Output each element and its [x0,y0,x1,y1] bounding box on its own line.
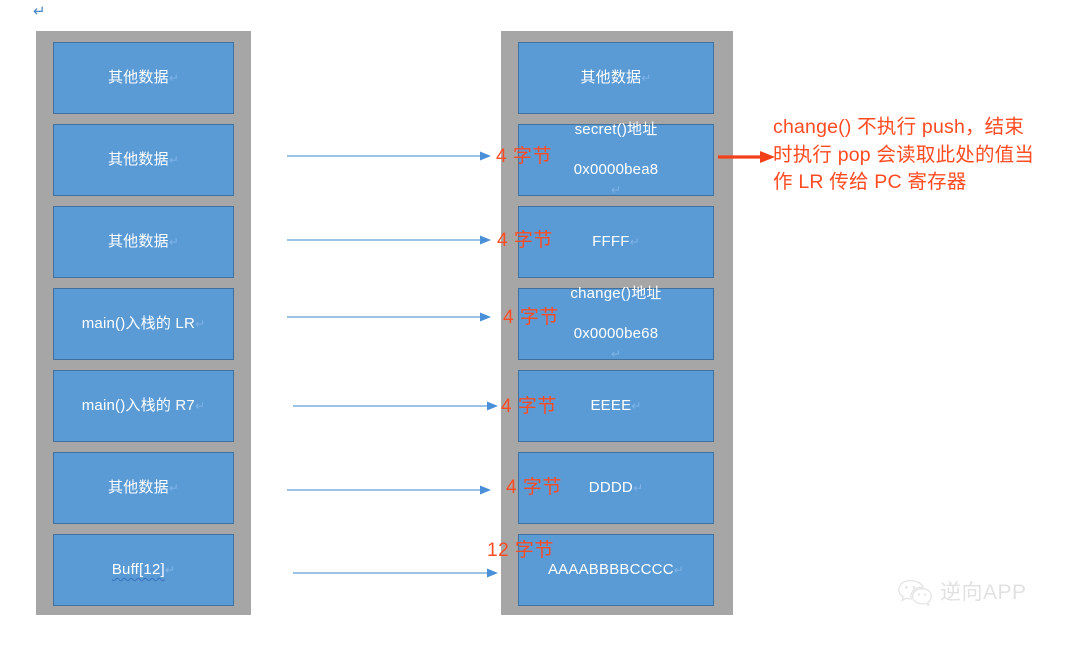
connector-arrow-0 [287,150,492,162]
size-label-1: 4 字节 [497,230,553,251]
right-stack-cell-1: secret()地址 0x0000bea8 ↵ [518,121,714,198]
size-label-3: 4 字节 [501,396,557,417]
return-mark: ↵ [33,3,46,20]
pilcrow-icon: ↵ [194,316,206,331]
annotation-text: change() 不执行 push，结束 时执行 pop 会读取此处的值当 作 … [773,114,1073,197]
right-stack-cell-3: change()地址 0x0000be68 ↵ [518,285,714,362]
pilcrow-icon: ↵ [168,152,180,167]
right-cell-6-label: AAAABBBBCCCC [547,560,674,578]
size-label-5: 12 字节 [487,540,554,561]
pilcrow-icon: ↵ [641,70,652,85]
connector-arrow-5 [293,567,499,579]
annotation-arrow-icon [718,150,776,164]
connector-arrow-4 [287,484,492,496]
left-stack-cell-3: main()入栈的 LR↵ [53,288,234,360]
left-cell-1-label: 其他数据 [107,150,169,168]
left-stack-cell-5: 其他数据↵ [53,452,234,524]
left-stack-cell-0: 其他数据↵ [53,42,234,114]
connector-arrow-1 [287,234,492,246]
pilcrow-icon: ↵ [610,347,622,362]
right-cell-1-line-1: 0x0000bea8 [573,161,659,178]
pilcrow-icon: ↵ [194,398,206,413]
watermark-text: 逆向APP [940,580,1027,604]
annotation-line-0: change() 不执行 push，结束 [773,116,1025,138]
left-cell-3-label: main()入栈的 LR [81,314,195,332]
right-stack-cell-5: DDDD↵ [518,452,714,524]
pilcrow-icon: ↵ [164,562,176,577]
left-cell-0-label: 其他数据 [107,68,169,86]
right-cell-2-label: FFFF [592,232,630,250]
connector-arrow-2 [287,311,492,323]
annotation-line-2: 作 LR 传给 PC 寄存器 [773,171,967,194]
left-stack-cell-6: Buff[12]↵ [53,534,234,606]
watermark: 逆向APP [897,578,1027,606]
annotation-line-1: 时执行 pop 会读取此处的值当 [773,143,1035,166]
wechat-icon [897,578,933,606]
right-stack-cell-6: AAAABBBBCCCC↵ [518,534,714,606]
pilcrow-icon: ↵ [631,398,642,413]
left-cell-6-label: Buff[12] [111,560,165,578]
size-label-0: 4 字节 [496,146,552,167]
pilcrow-icon: ↵ [632,480,644,495]
left-stack-cell-4: main()入栈的 R7↵ [53,370,234,442]
right-cell-3-line-1: 0x0000be68 [573,325,659,342]
left-cell-2-label: 其他数据 [107,232,169,250]
pilcrow-icon: ↵ [610,183,622,198]
pilcrow-icon: ↵ [673,562,685,577]
pilcrow-icon: ↵ [629,234,640,249]
left-stack-cell-2: 其他数据↵ [53,206,234,278]
right-cell-3-line-0: change()地址 [570,284,662,302]
pilcrow-icon: ↵ [168,480,180,495]
right-stack-cell-2: FFFF↵ [518,206,714,278]
right-cell-1-line-0: secret()地址 [574,120,658,138]
right-cell-4-label: EEEE [590,396,632,414]
left-stack-cell-1: 其他数据↵ [53,124,234,196]
size-label-4: 4 字节 [506,477,562,498]
right-stack-cell-4: EEEE↵ [518,370,714,442]
left-cell-5-label: 其他数据 [107,478,169,496]
pilcrow-icon: ↵ [168,234,180,249]
right-cell-5-label: DDDD [588,478,633,496]
connector-arrow-3 [293,400,499,412]
pilcrow-icon: ↵ [168,70,180,85]
right-cell-0-label: 其他数据 [580,68,642,86]
left-cell-4-label: main()入栈的 R7 [81,396,195,414]
right-stack-cell-0: 其他数据↵ [518,42,714,114]
size-label-2: 4 字节 [503,307,559,328]
